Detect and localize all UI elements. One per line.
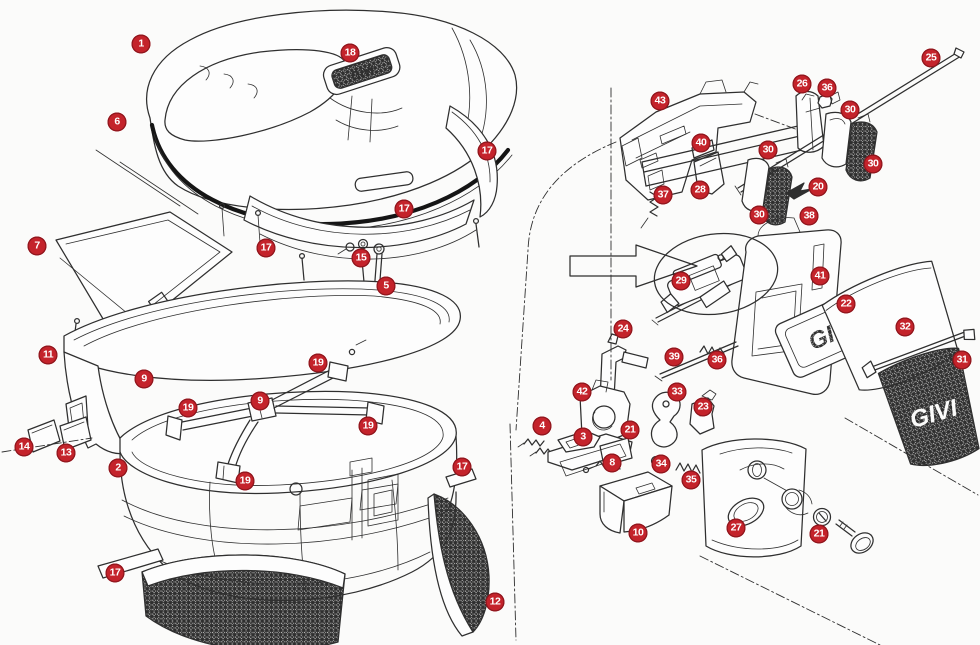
side-reflector-mesh [427, 468, 490, 637]
highlight-ellipse [653, 232, 779, 316]
pivot-brackets [579, 333, 739, 448]
lid-part [146, 9, 518, 211]
rear-reflector-part: GIVI [861, 328, 980, 466]
front-reflector-mesh [97, 548, 346, 645]
construction-lines [509, 87, 979, 645]
pointer-arrow [569, 244, 698, 288]
base-plate-part [619, 79, 759, 229]
push-button-part [599, 471, 673, 534]
tray-part [55, 211, 233, 349]
rim-frame-part [27, 280, 461, 455]
